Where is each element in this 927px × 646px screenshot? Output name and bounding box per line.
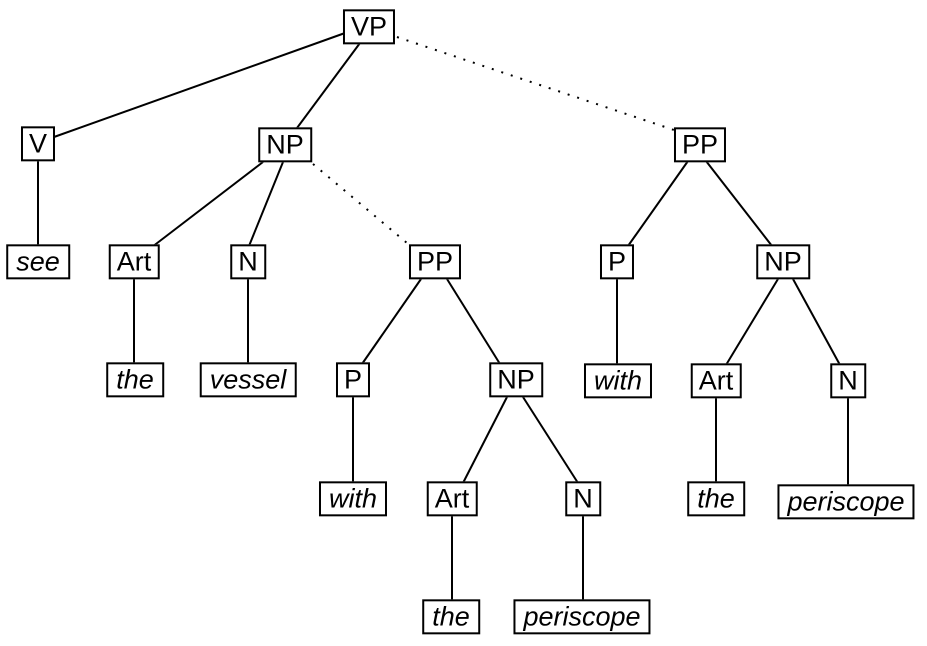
edge-ppmid-pmid (361, 278, 422, 365)
node-n-right: N (830, 363, 866, 399)
node-p-right: P (599, 244, 635, 280)
edge-np1-n1 (248, 161, 284, 247)
edge-vp-v (53, 32, 346, 138)
word-the-right: the (687, 481, 745, 517)
word-periscope-mid: periscope (513, 599, 651, 635)
edge-ppright-pright (627, 160, 689, 247)
node-np-right: NP (756, 244, 810, 280)
node-art-1: Art (108, 244, 160, 280)
edge-np1-pp-mid (312, 163, 408, 244)
word-see: see (6, 244, 70, 280)
edge-ppmid-npmid (446, 278, 501, 365)
word-the-1: the (106, 362, 164, 398)
node-art-right: Art (690, 363, 742, 399)
word-with-right: with (583, 363, 653, 399)
word-vessel: vessel (199, 362, 297, 398)
word-with-mid: with (318, 481, 388, 517)
node-vp: VP (342, 9, 396, 45)
edge-npmid-nmid (522, 396, 579, 484)
edge-npmid-artmid (462, 396, 508, 484)
node-np-1: NP (258, 127, 312, 163)
node-np-mid: NP (489, 362, 543, 398)
node-art-mid: Art (426, 481, 478, 517)
node-pp-mid: PP (408, 244, 462, 280)
edge-vp-pp-right (396, 36, 675, 131)
node-p-mid: P (335, 362, 371, 398)
edge-np1-art1 (151, 161, 264, 248)
word-periscope-right: periscope (777, 484, 915, 520)
edge-vp-np1 (296, 42, 361, 129)
edge-npright-artright (725, 278, 779, 366)
edge-npright-nright (792, 278, 841, 366)
node-v: V (20, 126, 56, 162)
node-n-mid: N (565, 481, 601, 517)
node-pp-right: PP (673, 127, 727, 163)
edge-ppright-npright (705, 160, 773, 247)
word-the-mid: the (422, 599, 480, 635)
node-n-1: N (230, 244, 266, 280)
